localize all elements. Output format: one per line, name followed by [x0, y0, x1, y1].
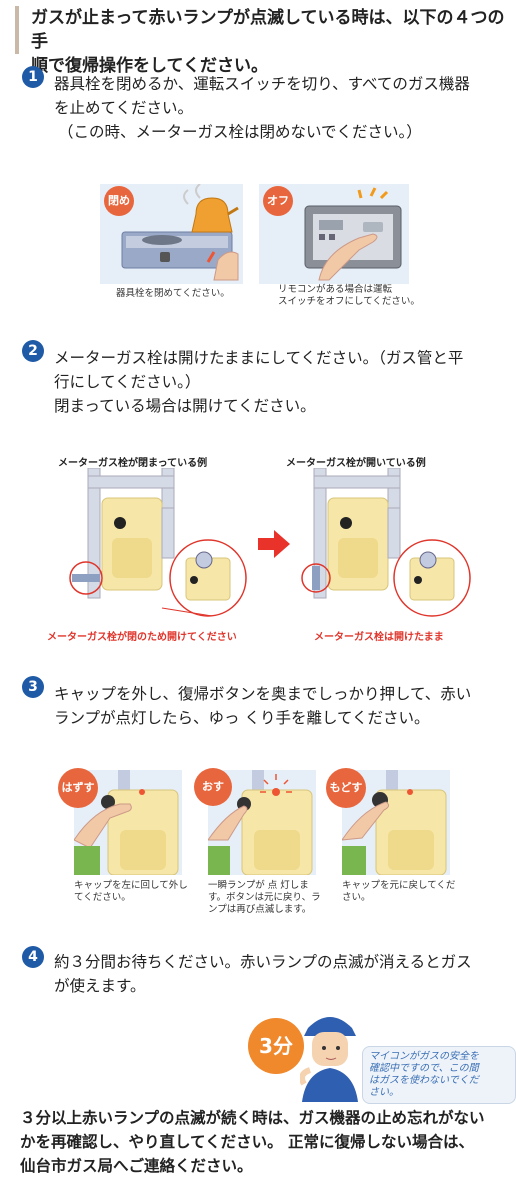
heading-line-1: ガスが止まって赤いランプが点滅している時は、以下の４つの手: [31, 8, 505, 52]
step-1-line-2: を止めてください。: [54, 99, 194, 117]
open-caption: メーターガス栓は開けたまま: [314, 632, 444, 643]
remove-caption-line-2: てください。: [74, 892, 131, 903]
replace-caption: キャップを元に戻してくだ さい。: [342, 880, 455, 904]
footer-note: ３分以上赤いランプの点滅が続く時は、ガス機器の止め忘れがない かを再確認し、やり…: [20, 1106, 500, 1178]
push-caption-line-1: 一瞬ランプが 点 灯しま: [208, 880, 309, 891]
push-tag: おす: [194, 768, 232, 806]
step-1-badge: 1: [22, 66, 44, 88]
push-button-illustration: [207, 770, 316, 876]
step-3-line-2: ランプが点灯したら、ゆっ くり手を離してください。: [54, 709, 430, 727]
push-caption-line-2: す。ボタンは元に戻り、ラ: [208, 892, 321, 903]
remote-caption-line-1: リモコンがある場合は運転: [278, 284, 393, 295]
bubble-line-4: さい。: [369, 1087, 399, 1098]
replace-caption-line-1: キャップを元に戻してくだ: [342, 880, 456, 891]
bubble-line-1: マイコンがガスの安全を: [369, 1051, 479, 1062]
right-arrow-icon: [258, 530, 290, 558]
off-tag: オフ: [263, 186, 293, 216]
replace-cap-illustration: [340, 770, 450, 876]
remote-caption-line-2: スイッチをオフにしてください。: [278, 296, 420, 307]
footer-line-1: ３分以上赤いランプの点滅が続く時は、ガス機器の止め忘れがない: [20, 1108, 485, 1127]
close-tag: 閉め: [104, 186, 134, 216]
step-1-line-1: 器具栓を閉めるか、運転スイッチを切り、すべてのガス機器: [54, 75, 470, 93]
replace-caption-line-2: さい。: [342, 892, 371, 903]
heading-line-2: 順で復帰操作をしてください。: [31, 56, 268, 76]
footer-line-2: かを再確認し、やり直してください。 正常に復帰しない場合は、: [20, 1132, 474, 1151]
remove-cap-drawing: [73, 770, 179, 876]
step-2-line-1: メーターガス栓は開けたままにしてください。（ガス管と平: [54, 349, 464, 367]
replace-cap-drawing: [340, 770, 447, 876]
bubble-line-2: 確認中ですので、この間: [369, 1063, 479, 1074]
remove-caption-line-1: キャップを左に回して外し: [74, 880, 188, 891]
stove-caption: 器具栓を閉めてください。: [116, 288, 230, 299]
remove-tag: はずす: [58, 768, 98, 808]
remote-caption: リモコンがある場合は運転 スイッチをオフにしてください。: [278, 284, 420, 308]
stove-drawing: [121, 183, 239, 281]
step-1-text: 器具栓を閉めるか、運転スイッチを切り、すべてのガス機器 を止めてください。 （こ…: [54, 72, 504, 144]
step-4-badge: 4: [22, 946, 44, 968]
step-2-text: メーターガス栓は開けたままにしてください。（ガス管と平 行にしてください。） 閉…: [54, 346, 504, 418]
push-caption: 一瞬ランプが 点 灯しま す。ボタンは元に戻り、ラ ンプは再び点滅します。: [208, 880, 321, 916]
bubble-line-3: はガスを使わないでくだ: [369, 1075, 479, 1086]
closed-warning-caption: メーターガス栓が閉のため開けてください: [47, 632, 237, 643]
step-4-text: 約３分間お待ちください。赤いランプの点滅が消えるとガス が使えます。: [54, 950, 504, 998]
footer-line-3: 仙台市ガス局へご連絡ください。: [20, 1156, 253, 1175]
meter-open-drawing: [301, 468, 471, 617]
open-example-title: メーターガス栓が開いている例: [286, 458, 426, 469]
step-4-line-2: が使えます。: [54, 977, 146, 995]
step-3-badge: 3: [22, 676, 44, 698]
page-heading: ガスが止まって赤いランプが点滅している時は、以下の４つの手 順で復帰操作をしてく…: [15, 6, 507, 76]
step-2-badge: 2: [22, 340, 44, 362]
remote-illustration: [259, 184, 409, 284]
remote-drawing: [304, 187, 402, 281]
step-2-line-3: 閉まっている場合は開けてください。: [54, 397, 316, 415]
remove-caption: キャップを左に回して外し てください。: [74, 880, 188, 904]
meter-closed-drawing: [69, 468, 247, 617]
step-2-line-2: 行にしてください。）: [54, 373, 201, 391]
closed-example-title: メーターガス栓が閉まっている例: [58, 458, 208, 469]
replace-tag: もどす: [326, 768, 366, 808]
three-minute-label: 3分: [259, 1034, 293, 1058]
step-3-text: キャップを外し、復帰ボタンを奥までしっかり押して、赤い ランプが点灯したら、ゆっ…: [54, 682, 504, 730]
stove-illustration: [100, 183, 243, 284]
step-1-line-3: （この時、メーターガス栓は閉めないでください。）: [58, 123, 422, 141]
push-caption-line-3: ンプは再び点滅します。: [208, 904, 312, 915]
push-button-drawing: [207, 770, 313, 876]
gas-worker-drawing: [300, 1017, 358, 1102]
three-minute-badge: 3分: [248, 1018, 304, 1074]
step-3-line-1: キャップを外し、復帰ボタンを奥までしっかり押して、赤い: [54, 685, 472, 703]
step-4-line-1: 約３分間お待ちください。赤いランプの点滅が消えるとガス: [54, 953, 472, 971]
speech-bubble: マイコンがガスの安全を 確認中ですので、この間 はガスを使わないでくだ さい。: [362, 1046, 516, 1104]
